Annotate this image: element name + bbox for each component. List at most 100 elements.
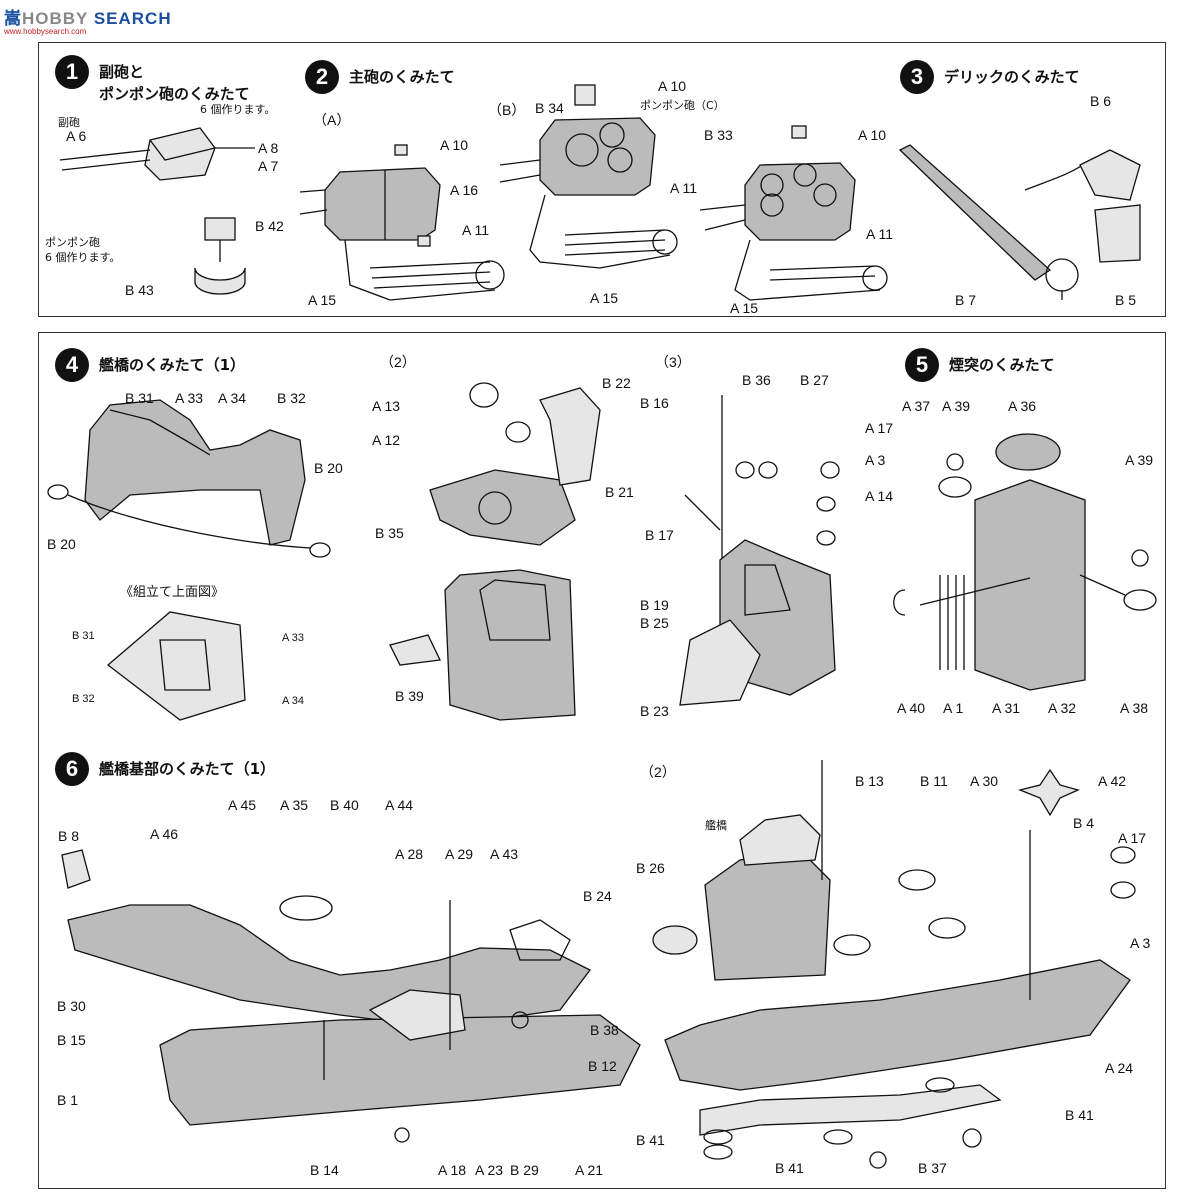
part-label: B 35 — [375, 525, 404, 541]
part-label: B 20 — [47, 536, 76, 552]
part-label: B 23 — [640, 703, 669, 719]
part-label: A 1 — [943, 700, 964, 716]
step-1-title-line2: ポンポン砲のくみたて — [99, 85, 250, 103]
part-label: B 24 — [583, 888, 612, 904]
part-label: B 17 — [645, 527, 674, 543]
step-6-bridge-label: 艦橋 — [705, 819, 727, 832]
part-label: B 27 — [800, 372, 829, 388]
part-label: B 30 — [57, 998, 86, 1014]
part-label: A 33 — [282, 632, 305, 644]
step-5-number: 5 — [905, 348, 939, 382]
step-2-sub-c: ポンポン砲（C） — [640, 99, 725, 112]
step-6-header: 6 艦橋基部のくみたて（1） — [55, 752, 275, 786]
step-3-number: 3 — [900, 60, 934, 94]
step-3-header: 3 デリックのくみたて — [900, 60, 1080, 94]
step-1-make6-note: 6 個作ります。 — [200, 103, 276, 116]
bottom-panel — [38, 332, 1166, 1189]
part-label: A 10 — [658, 78, 687, 94]
step-4-title: 艦橋のくみたて（1） — [99, 356, 246, 374]
part-label: A 15 — [730, 300, 759, 316]
step-2-header: 2 主砲のくみたて — [305, 60, 455, 94]
part-label: A 3 — [865, 452, 886, 468]
part-label: A 3 — [1130, 935, 1151, 951]
step-2-title: 主砲のくみたて — [349, 68, 455, 86]
step-2-sub-a: （A） — [313, 112, 351, 128]
logo-hobby: HOBBY — [22, 9, 94, 28]
part-label: A 21 — [575, 1162, 604, 1178]
part-label: A 34 — [282, 695, 305, 707]
part-label: A 17 — [1118, 830, 1147, 846]
part-label: A 8 — [258, 140, 279, 156]
step-5-header: 5 煙突のくみたて — [905, 348, 1055, 382]
part-label: B 41 — [775, 1160, 804, 1176]
step-4-top-view: 《組立て上面図》 — [120, 585, 225, 600]
step-1-fukuho-label: 副砲 — [58, 116, 80, 129]
part-label: A 35 — [280, 797, 309, 813]
part-label: A 28 — [395, 846, 424, 862]
step-1-header: 1 副砲と ポンポン砲のくみたて — [55, 55, 250, 105]
part-label: A 7 — [258, 158, 279, 174]
step-4-number: 4 — [55, 348, 89, 382]
part-label: B 1 — [57, 1092, 79, 1108]
part-label: A 40 — [897, 700, 926, 716]
part-label: A 45 — [228, 797, 257, 813]
logo-search: SEARCH — [93, 9, 172, 28]
part-label: B 31 — [125, 390, 154, 406]
step-2-number: 2 — [305, 60, 339, 94]
part-label: B 43 — [125, 282, 154, 298]
part-label: A 11 — [462, 222, 489, 238]
part-label: A 13 — [372, 398, 401, 414]
step-2-sub-b: （B） — [488, 102, 526, 118]
part-label: A 33 — [175, 390, 204, 406]
part-label: B 16 — [640, 395, 669, 411]
part-label: A 23 — [475, 1162, 504, 1178]
part-label: B 19 — [640, 597, 669, 613]
part-label: B 8 — [58, 828, 80, 844]
logo-kanji: 嵩 — [4, 9, 22, 28]
part-label: A 34 — [218, 390, 247, 406]
part-label: A 6 — [66, 128, 87, 144]
step-6-number: 6 — [55, 752, 89, 786]
part-label: A 36 — [1008, 398, 1037, 414]
part-label: B 15 — [57, 1032, 86, 1048]
step-1-title-line1: 副砲と — [99, 63, 145, 81]
part-label: A 39 — [942, 398, 971, 414]
part-label: A 17 — [865, 420, 894, 436]
part-label: A 38 — [1120, 700, 1149, 716]
part-label: B 22 — [602, 375, 631, 391]
part-label: B 6 — [1090, 93, 1112, 109]
step-6-title: 艦橋基部のくみたて（1） — [99, 760, 276, 778]
part-label: B 13 — [855, 773, 884, 789]
part-label: A 14 — [865, 488, 894, 504]
part-label: B 21 — [605, 484, 634, 500]
part-label: A 16 — [450, 182, 479, 198]
logo-site: www.hobbysearch.com — [4, 27, 87, 36]
hobbysearch-logo: 嵩HOBBY SEARCH www.hobbysearch.com — [4, 4, 172, 36]
part-label: B 36 — [742, 372, 771, 388]
part-label: A 42 — [1098, 773, 1127, 789]
part-label: B 41 — [1065, 1107, 1094, 1123]
part-label: A 39 — [1125, 452, 1154, 468]
step-4-header: 4 艦橋のくみたて（1） — [55, 348, 245, 382]
part-label: A 37 — [902, 398, 931, 414]
part-label: A 31 — [992, 700, 1021, 716]
part-label: A 32 — [1048, 700, 1077, 716]
part-label: A 11 — [866, 226, 893, 242]
part-label: B 39 — [395, 688, 424, 704]
top-panel — [38, 42, 1166, 317]
part-label: B 29 — [510, 1162, 539, 1178]
step-3-title: デリックのくみたて — [944, 68, 1080, 86]
part-label: B 37 — [918, 1160, 947, 1176]
part-label: B 42 — [255, 218, 284, 234]
part-label: A 15 — [308, 292, 337, 308]
part-label: A 44 — [385, 797, 414, 813]
step-1-pompom-note2: 6 個作ります。 — [45, 251, 121, 264]
part-label: A 10 — [858, 127, 887, 143]
part-label: B 11 — [920, 773, 948, 789]
part-label: A 29 — [445, 846, 474, 862]
part-label: A 12 — [372, 432, 401, 448]
part-label: B 34 — [535, 100, 564, 116]
step-1-pompom-note: ポンポン砲 — [45, 236, 100, 249]
part-label: B 26 — [636, 860, 665, 876]
part-label: B 40 — [330, 797, 359, 813]
